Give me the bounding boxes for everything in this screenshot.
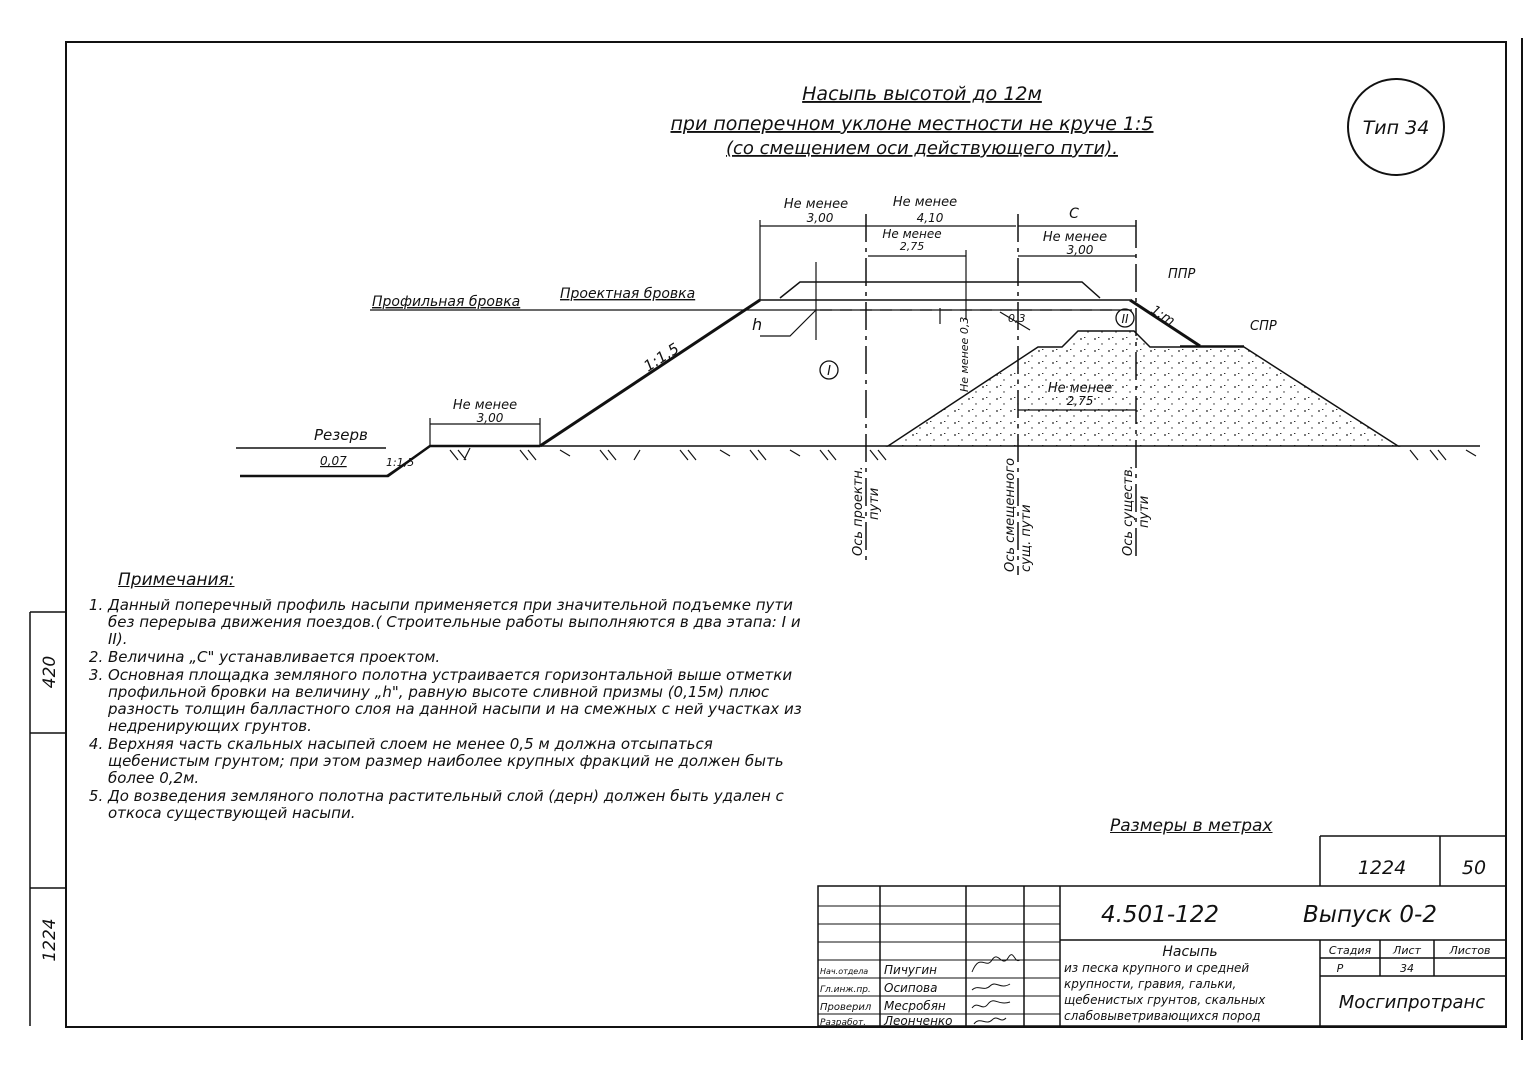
dim-1-value: 3,00: [807, 211, 834, 225]
role-4: Разработ.: [820, 1018, 866, 1028]
note-item: До возведения земляного полотна растител…: [108, 788, 802, 822]
new-embankment-slope: [539, 298, 761, 448]
design-edge-label: Проектная бровка: [560, 286, 695, 302]
drawing-title: Насыпь высотой до 12м при поперечном укл…: [670, 83, 1153, 159]
type-badge: Тип 34: [1347, 78, 1445, 176]
dim-2-value: 4,10: [917, 211, 944, 225]
desc-line-2: крупности, гравия, гальки,: [1064, 977, 1236, 991]
vertical-dim-label: Не менее 0,3: [958, 317, 971, 392]
document-code: 4.501-122: [1101, 902, 1219, 928]
signatures: [971, 954, 1021, 1025]
type-badge-text: Тип 34: [1363, 117, 1430, 139]
side-stamp-bottom: 1224: [40, 918, 60, 961]
reserve-label: Резерв: [314, 426, 368, 444]
dim-6-value: 2,75: [1067, 394, 1094, 408]
axis-design-line1: Ось проектн.: [851, 466, 866, 556]
dim-5-value: 3,00: [477, 411, 504, 425]
h-label: h: [752, 315, 762, 334]
cross-section: [236, 262, 1480, 478]
design-top: [779, 281, 1101, 299]
track-axes: [865, 214, 1137, 575]
dim-3-label: Не менее: [882, 227, 941, 241]
notes-heading: Примечания:: [118, 570, 235, 590]
organization: Мосгипротранс: [1339, 992, 1486, 1013]
c-label: С: [1069, 206, 1079, 222]
name-1: Пичугин: [884, 963, 937, 977]
stage-value: Р: [1337, 962, 1344, 975]
archive-number: 1224: [1358, 857, 1406, 879]
sheet-number: 50: [1462, 857, 1486, 879]
axis-existing-line1: Ось существ.: [1121, 465, 1136, 556]
sheet-frame: [29, 38, 1523, 1040]
desc-line-4: слабовыветривающихся пород: [1064, 1009, 1261, 1023]
ppr-label: ППР: [1168, 267, 1196, 282]
dim-1-label: Не менее: [784, 197, 848, 212]
object-name: Насыпь: [1162, 944, 1217, 960]
zone-2-label: II: [1121, 312, 1129, 326]
col-sheets: Листов: [1448, 944, 1490, 957]
role-1: Нач.отдела: [820, 967, 868, 976]
spr-label: СПР: [1250, 319, 1277, 334]
dim-4-label: Не менее: [1043, 230, 1107, 245]
dim-6-label: Не менее: [1048, 381, 1112, 396]
dim-2-label: Не менее: [893, 195, 957, 210]
title-line-2: при поперечном уклоне местности не круче…: [670, 113, 1153, 135]
name-3: Месробян: [884, 999, 946, 1013]
note-item: Величина „С" устанавливается проектом.: [108, 649, 802, 666]
profile-edge-label: Профильная бровка: [372, 294, 520, 310]
reserve-depth-label: 0,07: [320, 454, 347, 468]
note-item: Основная площадка земляного полотна устр…: [108, 667, 802, 735]
slope-small-label: 1:1,5: [386, 456, 414, 469]
title-line-3: (со смещением оси действующего пути).: [726, 138, 1118, 159]
dim-4-value: 3,00: [1067, 243, 1094, 257]
issue-label: Выпуск 0-2: [1303, 902, 1437, 928]
name-4: Леонченко: [883, 1014, 953, 1028]
ground-hatching: [449, 447, 1477, 461]
role-2: Гл.инж.пр.: [820, 985, 871, 995]
notes-list: Данный поперечный профиль насыпи применя…: [82, 597, 802, 822]
title-block: [817, 835, 1507, 1027]
right-slope: [1129, 298, 1201, 348]
col-sheet: Лист: [1392, 944, 1421, 957]
units-note: Размеры в метрах: [1110, 816, 1273, 836]
col-stage: Стадия: [1329, 944, 1372, 957]
desc-line-3: щебенистых грунтов, скальных: [1064, 993, 1266, 1007]
side-stamp-top: 420: [40, 656, 60, 688]
axis-existing-line2: пути: [1137, 496, 1152, 528]
slope-main-label: 1:1,5: [640, 339, 682, 375]
desc-line-1: из песка крупного и средней: [1064, 961, 1249, 975]
dim-3-value: 2,75: [900, 240, 925, 253]
title-line-1: Насыпь высотой до 12м: [802, 83, 1042, 105]
note-item: Данный поперечный профиль насыпи применя…: [108, 597, 802, 648]
sheet-value: 34: [1400, 962, 1414, 975]
dim-5-label: Не менее: [453, 398, 517, 413]
name-2: Осипова: [884, 981, 937, 995]
vertical-small-label: 0,3: [1008, 312, 1026, 325]
slope-m-label: 1:m: [1148, 303, 1177, 329]
title-block-text: 1224 50 4.501-122 Выпуск 0-2 Насыпь из п…: [820, 857, 1491, 1028]
notes-block: Примечания: Данный поперечный профиль на…: [82, 572, 802, 823]
axis-design-line2: пути: [867, 488, 882, 520]
zone-1-label: I: [827, 364, 831, 379]
axis-shifted-line2: сущ. пути: [1019, 504, 1034, 572]
note-item: Верхняя часть скальных насыпей слоем не …: [108, 736, 802, 787]
axis-shifted-line1: Ось смещенного: [1003, 458, 1018, 572]
dimension-lines: [429, 220, 1136, 446]
existing-embankment: [885, 330, 1401, 447]
role-3: Проверил: [820, 1002, 872, 1013]
